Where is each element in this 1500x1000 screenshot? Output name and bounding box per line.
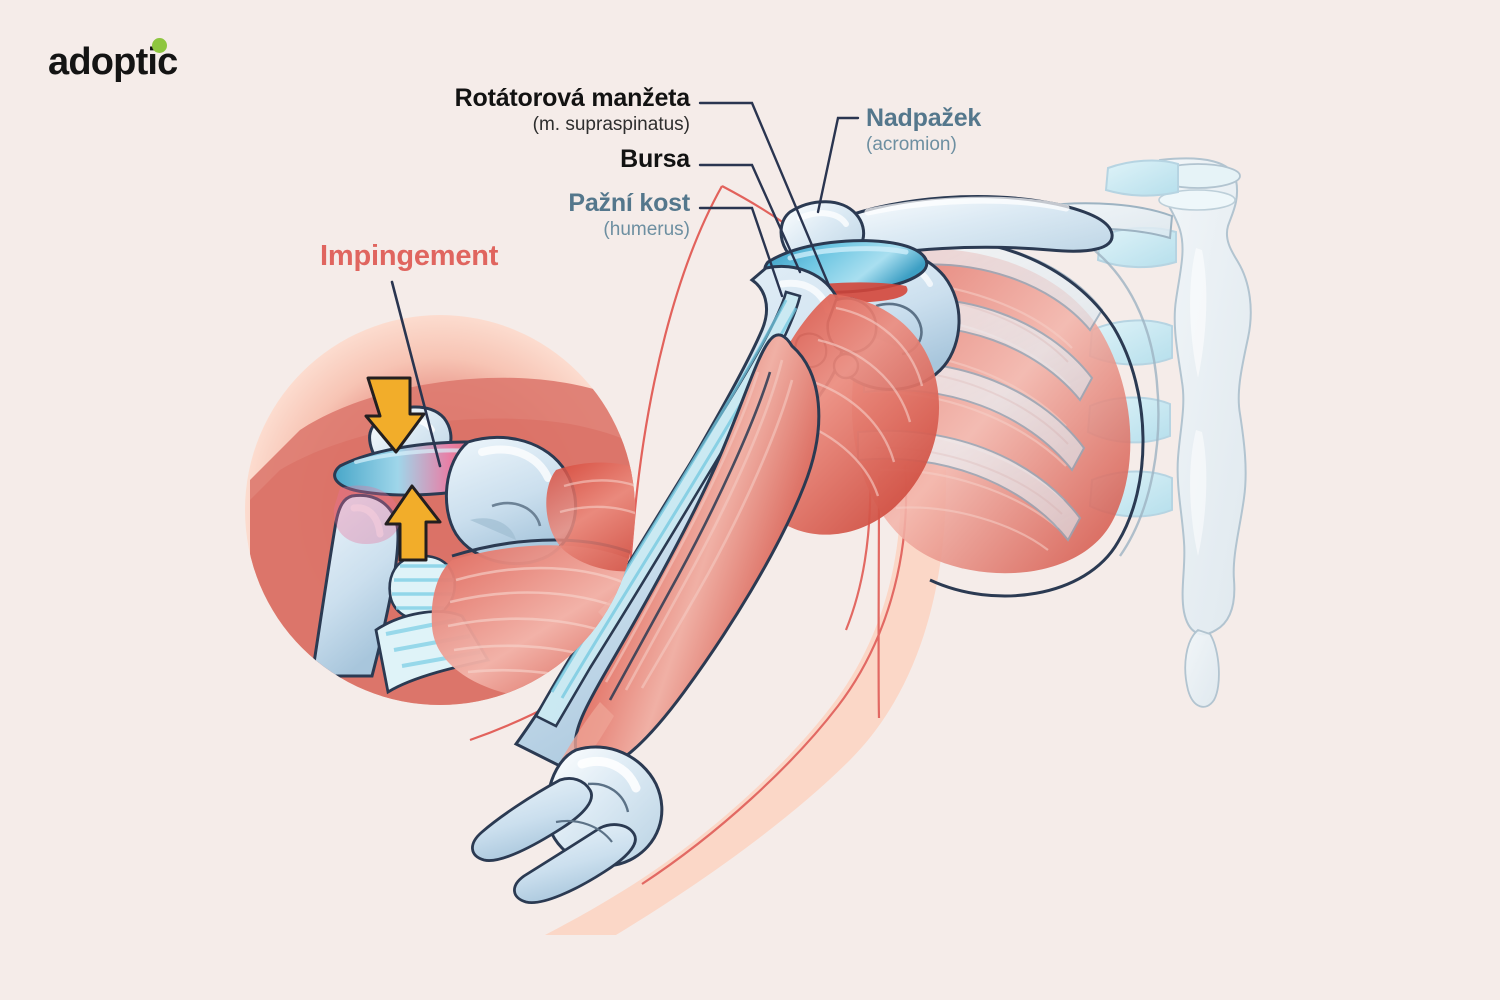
- leader-acromion: [816, 116, 860, 214]
- label-acromion-sub: (acromion): [866, 134, 957, 155]
- forearm-group: [471, 745, 664, 905]
- label-rotator-cuff-sub: (m. supraspinatus): [532, 114, 690, 135]
- brand-logo-dot: [152, 38, 167, 53]
- leader-humerus: [698, 206, 784, 298]
- label-rotator-cuff: Rotátorová manžeta (m. supraspinatus): [330, 84, 691, 135]
- label-rotator-cuff-main: Rotátorová manžeta: [454, 84, 691, 112]
- label-bursa-main: Bursa: [620, 145, 690, 173]
- impingement-arrow-up: [384, 484, 442, 562]
- leader-lines: [390, 101, 860, 468]
- leader-impingement: [390, 280, 442, 468]
- label-acromion: Nadpažek (acromion): [866, 104, 1166, 155]
- ulna-bone: [471, 777, 593, 862]
- biceps-muscle: [560, 333, 821, 770]
- brand-logo[interactable]: adoptic: [48, 36, 208, 88]
- label-bursa: Bursa: [430, 145, 690, 173]
- label-humerus: Pažní kost (humerus): [380, 189, 690, 240]
- label-acromion-main: Nadpažek: [866, 104, 982, 132]
- label-humerus-main: Pažní kost: [568, 189, 690, 217]
- brand-logo-text: adoptic: [48, 41, 178, 83]
- label-impingement: Impingement: [320, 240, 530, 272]
- label-impingement-main: Impingement: [320, 240, 499, 272]
- impingement-arrow-down: [364, 376, 426, 454]
- label-humerus-sub: (humerus): [603, 219, 690, 240]
- leader-rotator-cuff: [698, 101, 832, 290]
- radius-bone: [513, 823, 637, 905]
- leader-bursa: [698, 163, 802, 274]
